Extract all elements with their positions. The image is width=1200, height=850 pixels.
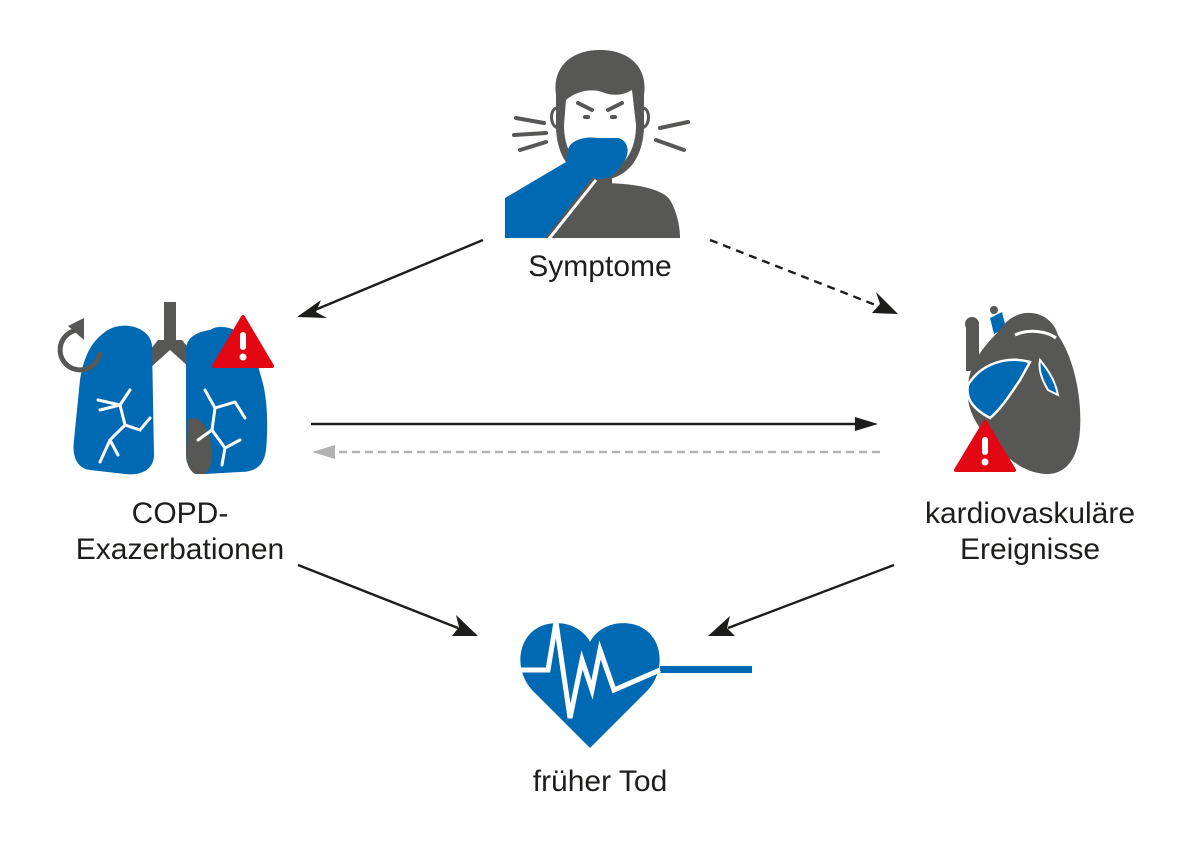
heart-ecg-icon	[520, 621, 752, 748]
label-copd-exazerbationen: COPD- Exazerbationen	[20, 496, 340, 568]
arrow-symptome-to-cardio	[709, 238, 898, 314]
arrow-symptome-to-copd	[297, 238, 484, 318]
label-symptome: Symptome	[528, 250, 672, 283]
warning-triangle-icon-cardio	[954, 420, 1016, 472]
label-cardio-line1: kardiovaskuläre	[924, 497, 1136, 530]
arrow-cardio-to-copd	[312, 445, 880, 459]
label-copd-line2: Exazerbationen	[75, 533, 285, 566]
coughing-person-icon	[500, 50, 690, 242]
label-copd-line1: COPD-	[131, 497, 229, 530]
label-cardio-line2: Ereignisse	[959, 533, 1101, 566]
label-kardiovaskulaere-ereignisse: kardiovaskuläre Ereignisse	[880, 496, 1180, 568]
arrow-copd-to-cardio	[311, 417, 878, 431]
arrow-copd-to-tod	[297, 563, 478, 636]
arrow-cardio-to-tod	[708, 563, 895, 636]
recurrence-arrow-icon	[57, 318, 103, 373]
lungs-warning-icon	[57, 302, 274, 475]
warning-triangle-icon	[212, 315, 274, 368]
heart-organ-warning-icon	[954, 306, 1081, 475]
label-frueher-tod: früher Tod	[532, 765, 668, 798]
arrows	[297, 238, 898, 636]
